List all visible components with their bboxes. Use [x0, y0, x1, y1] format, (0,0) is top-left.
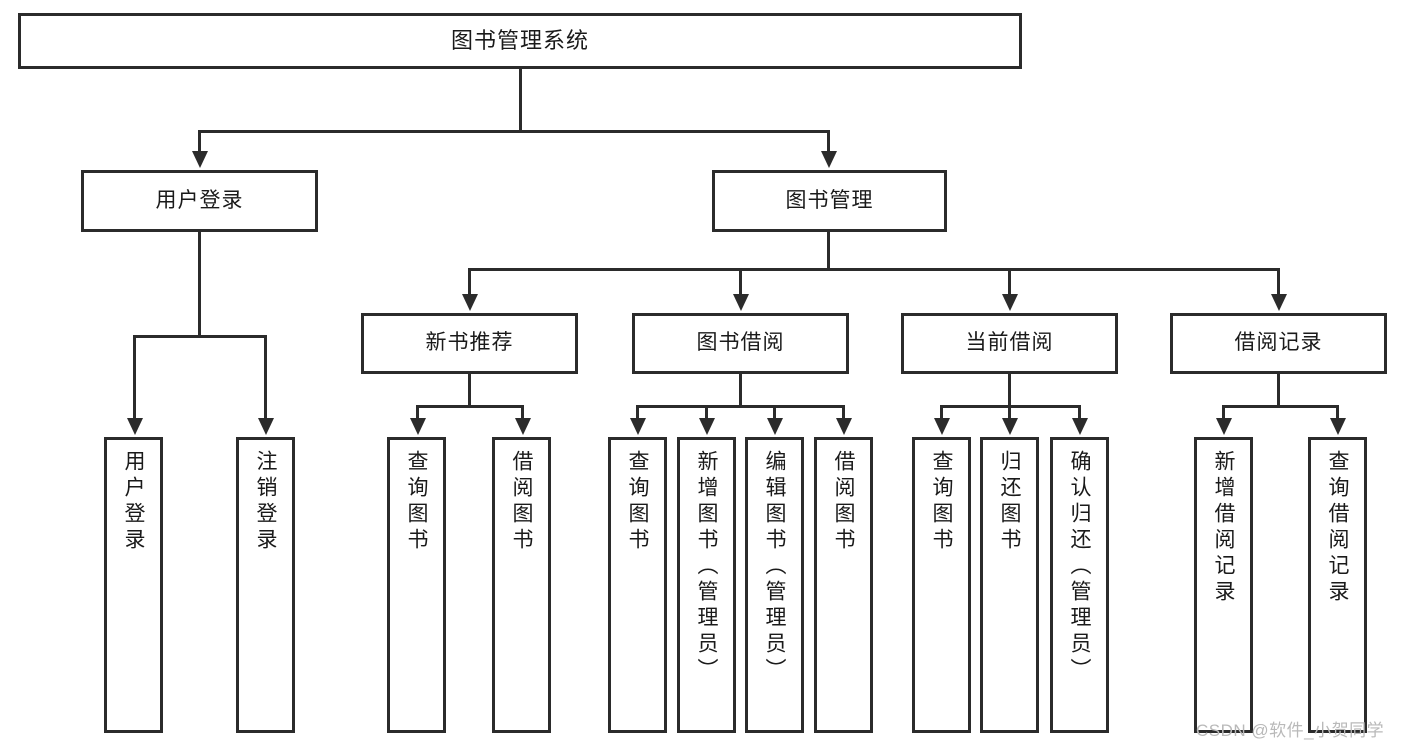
- connector-drop-br-leaf-2: [1336, 405, 1339, 420]
- node-label: 新增借阅记录: [1212, 450, 1235, 606]
- node-label: 用户登录: [122, 450, 145, 554]
- arrow-br-leaf-1: [1216, 418, 1232, 435]
- node-label: 新书推荐: [425, 331, 514, 355]
- node-new-book-recommend[interactable]: 新书推荐: [361, 313, 578, 374]
- arrow-leaf-user-login: [127, 418, 143, 435]
- connector-current-borrow-stem: [1008, 374, 1011, 407]
- connector-new-book-bus: [416, 405, 524, 408]
- leaf-logout[interactable]: 注销登录: [236, 437, 295, 733]
- arrow-borrow-records: [1271, 294, 1287, 311]
- node-label: 用户登录: [155, 188, 244, 212]
- node-current-borrow[interactable]: 当前借阅: [901, 313, 1118, 374]
- connector-drop-book-management: [827, 130, 830, 153]
- connector-book-borrow-stem: [739, 374, 742, 407]
- arrow-leaf-logout: [258, 418, 274, 435]
- node-book-management[interactable]: 图书管理: [712, 170, 947, 232]
- node-label: 借阅图书: [510, 450, 533, 554]
- connector-drop-bb-leaf-4: [842, 405, 845, 420]
- leaf-cb-query-book[interactable]: 查询图书: [912, 437, 971, 733]
- node-label: 查询图书: [930, 450, 953, 554]
- connector-drop-nb-leaf-1: [416, 405, 419, 420]
- connector-drop-leaf-user-login: [133, 335, 136, 420]
- connector-drop-bb-leaf-3: [773, 405, 776, 420]
- arrow-bb-leaf-2: [699, 418, 715, 435]
- connector-user-login-stem: [198, 232, 201, 337]
- connector-drop-new-book: [468, 268, 471, 296]
- leaf-bb-edit-book-admin[interactable]: 编辑图书（管理员）: [745, 437, 804, 733]
- arrow-br-leaf-2: [1330, 418, 1346, 435]
- connector-level3-bus: [468, 268, 1280, 271]
- node-book-borrow[interactable]: 图书借阅: [632, 313, 849, 374]
- leaf-bb-borrow-book[interactable]: 借阅图书: [814, 437, 873, 733]
- leaf-nb-borrow-book[interactable]: 借阅图书: [492, 437, 551, 733]
- leaf-user-login[interactable]: 用户登录: [104, 437, 163, 733]
- connector-drop-nb-leaf-2: [521, 405, 524, 420]
- leaf-nb-query-book[interactable]: 查询图书: [387, 437, 446, 733]
- leaf-bb-query-book[interactable]: 查询图书: [608, 437, 667, 733]
- arrow-book-borrow: [733, 294, 749, 311]
- connector-user-login-bus: [133, 335, 267, 338]
- leaf-br-add-record[interactable]: 新增借阅记录: [1194, 437, 1253, 733]
- node-label: 图书管理: [785, 188, 874, 212]
- connector-level2-bus: [198, 130, 830, 133]
- arrow-current-borrow: [1002, 294, 1018, 311]
- connector-drop-book-borrow: [739, 268, 742, 296]
- arrow-cb-leaf-3: [1072, 418, 1088, 435]
- arrow-nb-leaf-2: [515, 418, 531, 435]
- leaf-cb-confirm-return-admin[interactable]: 确认归还（管理员）: [1050, 437, 1109, 733]
- connector-drop-leaf-logout: [264, 335, 267, 420]
- connector-drop-cb-leaf-2: [1008, 405, 1011, 420]
- node-label: 编辑图书（管理员）: [763, 450, 786, 684]
- node-label: 借阅记录: [1234, 331, 1323, 355]
- connector-drop-cb-leaf-1: [940, 405, 943, 420]
- node-label: 当前借阅: [965, 331, 1054, 355]
- watermark: CSDN @软件_小贺同学: [1196, 721, 1385, 740]
- arrow-nb-leaf-1: [410, 418, 426, 435]
- connector-new-book-stem: [468, 374, 471, 407]
- connector-borrow-records-stem: [1277, 374, 1280, 407]
- arrow-book-management: [821, 151, 837, 168]
- arrow-bb-leaf-4: [836, 418, 852, 435]
- leaf-br-query-record[interactable]: 查询借阅记录: [1308, 437, 1367, 733]
- connector-borrow-records-bus: [1222, 405, 1339, 408]
- connector-drop-cb-leaf-3: [1078, 405, 1081, 420]
- node-label: 查询借阅记录: [1326, 450, 1349, 606]
- arrow-cb-leaf-2: [1002, 418, 1018, 435]
- node-user-login[interactable]: 用户登录: [81, 170, 318, 232]
- connector-drop-current-borrow: [1008, 268, 1011, 296]
- connector-drop-bb-leaf-1: [636, 405, 639, 420]
- node-label: 借阅图书: [832, 450, 855, 554]
- leaf-bb-add-book-admin[interactable]: 新增图书（管理员）: [677, 437, 736, 733]
- leaf-cb-return-book[interactable]: 归还图书: [980, 437, 1039, 733]
- connector-drop-user-login: [198, 130, 201, 153]
- node-root-book-management-system[interactable]: 图书管理系统: [18, 13, 1022, 69]
- connector-root-stem: [519, 69, 522, 132]
- connector-drop-bb-leaf-2: [705, 405, 708, 420]
- node-label: 注销登录: [254, 450, 277, 554]
- arrow-bb-leaf-1: [630, 418, 646, 435]
- node-label: 图书管理系统: [450, 28, 589, 54]
- arrow-new-book-recommend: [462, 294, 478, 311]
- node-label: 查询图书: [626, 450, 649, 554]
- connector-book-management-stem: [827, 232, 830, 270]
- connector-drop-br-leaf-1: [1222, 405, 1225, 420]
- node-label: 确认归还（管理员）: [1068, 450, 1091, 684]
- node-label: 新增图书（管理员）: [695, 450, 718, 684]
- arrow-user-login: [192, 151, 208, 168]
- node-borrow-records[interactable]: 借阅记录: [1170, 313, 1387, 374]
- connector-drop-borrow-records: [1277, 268, 1280, 296]
- arrow-bb-leaf-3: [767, 418, 783, 435]
- node-label: 图书借阅: [696, 331, 785, 355]
- node-label: 归还图书: [998, 450, 1021, 554]
- connector-book-borrow-bus: [636, 405, 845, 408]
- node-label: 查询图书: [405, 450, 428, 554]
- arrow-cb-leaf-1: [934, 418, 950, 435]
